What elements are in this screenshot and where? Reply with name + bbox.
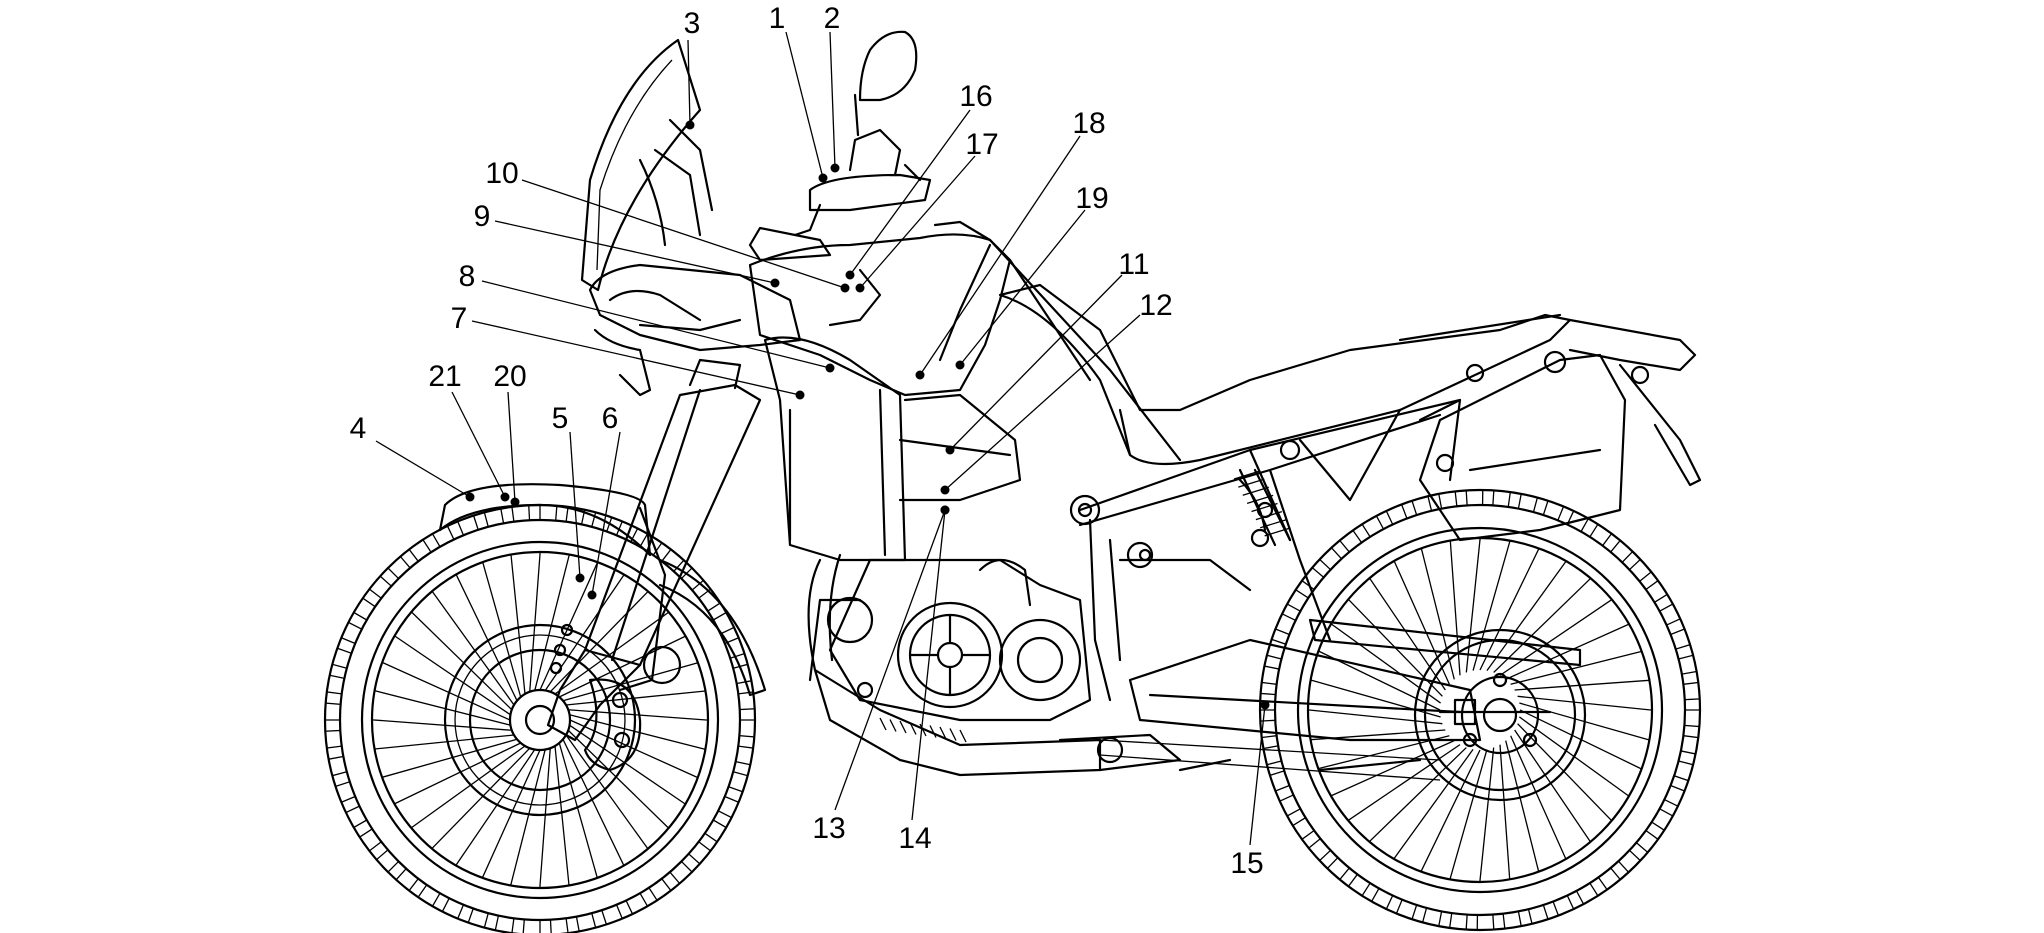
skid-plate: [813, 668, 1102, 777]
front-wheel: [323, 503, 757, 933]
callout-6: 6: [602, 402, 619, 435]
callout-18: 18: [1072, 107, 1105, 140]
callout-8: 8: [459, 260, 476, 293]
swingarm: [1128, 618, 1582, 742]
footpeg: [1058, 733, 1232, 772]
rear-shock: [1233, 468, 1292, 547]
leader-lines: [375, 31, 1270, 846]
callout-20: 20: [493, 360, 526, 393]
fuel-tank-panels: [748, 220, 1022, 562]
callout-15: 15: [1230, 847, 1263, 880]
exhaust: [807, 553, 842, 672]
callout-21: 21: [428, 360, 461, 393]
engine: [808, 558, 1092, 722]
callout-9: 9: [474, 200, 491, 233]
frame: [988, 238, 1462, 702]
callout-labels: 1 2 3 4 5 6 7 8 9 10 11 12 13 14 15 16 1…: [350, 2, 1264, 880]
callout-1: 1: [769, 2, 786, 35]
callout-16: 16: [959, 80, 992, 113]
callout-5: 5: [552, 402, 569, 435]
chain: [1099, 739, 1441, 781]
handlebar-controls: [748, 30, 932, 262]
callout-12: 12: [1139, 289, 1172, 322]
callout-19: 19: [1075, 182, 1108, 215]
windscreen: [580, 38, 714, 292]
rear-wheel: [1258, 488, 1702, 932]
front-fairing: [588, 263, 802, 397]
callout-2: 2: [824, 2, 841, 35]
callout-10: 10: [485, 157, 518, 190]
callout-14: 14: [898, 822, 931, 855]
callout-13: 13: [812, 812, 845, 845]
callout-3: 3: [684, 7, 701, 40]
front-fork: [546, 358, 762, 742]
rear-rack: [1418, 318, 1702, 542]
front-fender: [438, 483, 767, 697]
callout-17: 17: [965, 128, 998, 161]
callout-4: 4: [350, 412, 367, 445]
callout-11: 11: [1118, 248, 1149, 281]
motorcycle-illustration: [323, 30, 1702, 933]
callout-7: 7: [451, 302, 468, 335]
seat: [998, 283, 1572, 466]
